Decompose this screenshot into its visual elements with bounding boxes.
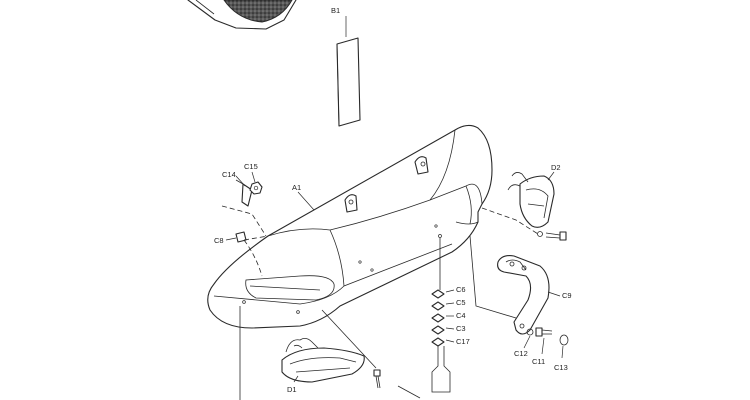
part-c14-bracket: [235, 175, 253, 207]
part-c9-bracket: [497, 255, 561, 335]
leader-line-c9: [469, 235, 517, 319]
part-c12-washer: [523, 328, 534, 349]
leader-line-d1: [321, 309, 377, 369]
part-c8-clip: [225, 231, 247, 243]
label-d2: D2: [551, 163, 561, 172]
label-c9: C9: [562, 291, 572, 300]
label-b1: B1: [331, 6, 340, 15]
label-c6: C6: [456, 285, 466, 294]
leader-line-bottom: [397, 385, 421, 399]
label-c15: C15: [244, 162, 258, 171]
label-c11: C11: [532, 357, 545, 366]
label-c5: C5: [456, 298, 466, 307]
label-c13: C13: [554, 363, 568, 372]
label-a1: A1: [292, 183, 301, 192]
label-c8: C8: [214, 236, 224, 245]
part-a1-cover: [207, 124, 493, 329]
part-d1-lamp: [281, 338, 365, 383]
part-fastener-stack: [431, 238, 455, 393]
dashline-c8: [243, 235, 269, 277]
dashline-c14: [221, 205, 267, 237]
part-c13-washer: [559, 334, 569, 359]
part-d1-screw: [373, 369, 381, 389]
dashline-d2: [481, 207, 539, 235]
label-c14: C14: [222, 170, 236, 179]
label-c12: C12: [514, 349, 528, 358]
part-d2-lamp: [507, 171, 555, 228]
label-d1: D1: [287, 385, 297, 394]
part-c11-bolt: [535, 327, 553, 355]
label-c3: C3: [456, 324, 466, 333]
label-c17: C17: [456, 337, 470, 346]
part-c15-nut: [249, 171, 263, 195]
part-d2-bolt: [537, 231, 567, 241]
filter-element-partial: [187, 0, 297, 30]
part-b1-pad: [336, 16, 361, 127]
label-c4: C4: [456, 311, 466, 320]
